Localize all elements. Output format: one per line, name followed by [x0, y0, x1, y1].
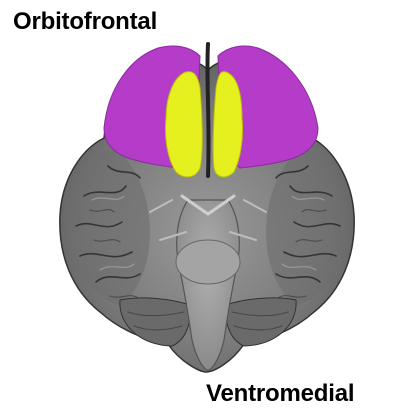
ventromedial-region-right — [213, 72, 242, 177]
ventromedial-label: Ventromedial — [206, 382, 354, 406]
cerebellum-right — [226, 298, 297, 346]
orbitofrontal-label: Orbitofrontal — [13, 10, 157, 34]
interhemispheric-fissure — [207, 44, 208, 176]
cerebellum-left — [120, 298, 191, 346]
pons — [176, 240, 240, 284]
